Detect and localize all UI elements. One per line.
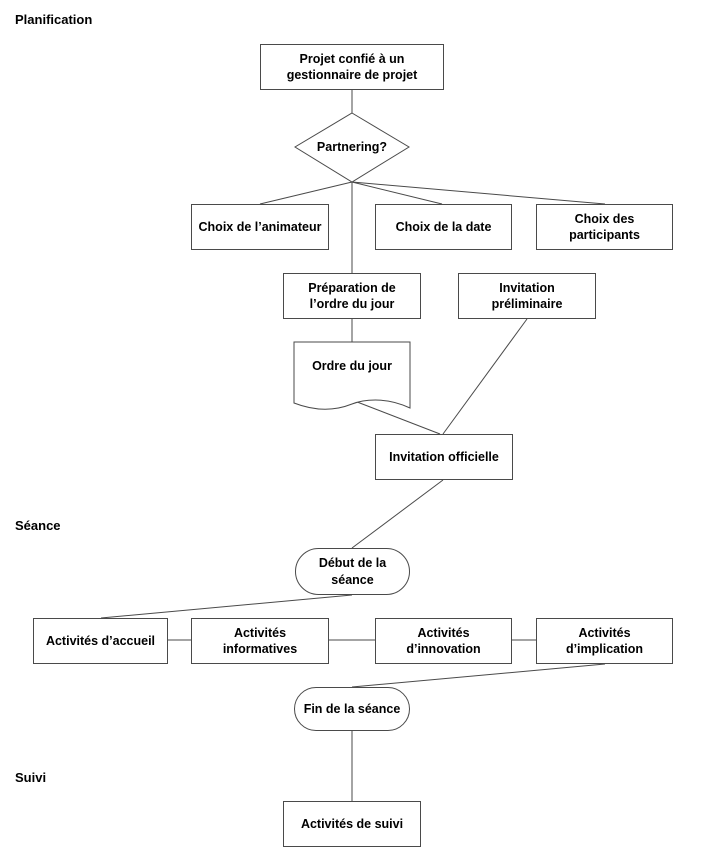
node-activites-implication-label: Activités d’implication (565, 625, 644, 656)
node-invitation-preliminaire[interactable]: Invitation préliminaire (458, 273, 596, 319)
node-choix-date[interactable]: Choix de la date (375, 204, 512, 250)
section-label-seance: Séance (15, 518, 61, 533)
connector-debut-accueil (100, 594, 353, 619)
node-ordre-du-jour-label[interactable]: Ordre du jour (312, 359, 392, 373)
node-activites-suivi-label: Activités de suivi (300, 816, 404, 831)
connector-partnering-animateur (259, 181, 353, 205)
node-activites-accueil-label: Activités d’accueil (45, 633, 156, 648)
connector-invitation-debut (351, 479, 444, 549)
node-choix-participants-label: Choix des participants (569, 211, 640, 242)
node-activites-implication[interactable]: Activités d’implication (536, 618, 673, 664)
section-label-planification: Planification (15, 12, 93, 27)
node-fin-seance[interactable]: Fin de la séance (294, 687, 410, 731)
node-debut-seance[interactable]: Début de la séance (295, 548, 410, 595)
node-activites-innovation-label: Activités d’innovation (406, 625, 481, 656)
node-preparation-ordre-label: Préparation de l’ordre du jour (308, 280, 396, 311)
node-preparation-ordre[interactable]: Préparation de l’ordre du jour (283, 273, 421, 319)
partnering-diamond (294, 112, 410, 183)
connector-preliminaire-invitation (442, 318, 528, 435)
node-activites-innovation[interactable]: Activités d’innovation (375, 618, 512, 664)
node-choix-animateur[interactable]: Choix de l’animateur (191, 204, 329, 250)
node-activites-informatives-label: Activités informatives (222, 625, 298, 656)
ordre-du-jour-document-shape (293, 341, 411, 410)
node-fin-seance-label: Fin de la séance (303, 701, 401, 716)
node-choix-animateur-label: Choix de l’animateur (198, 219, 322, 234)
node-debut-seance-label: Début de la séance (318, 556, 387, 587)
node-choix-participants[interactable]: Choix des participants (536, 204, 673, 250)
node-choix-date-label: Choix de la date (395, 219, 492, 234)
node-partnering[interactable]: Partnering? (302, 132, 402, 162)
connector-implication-fin (351, 663, 606, 688)
node-projet-confie[interactable]: Projet confié à un gestionnaire de proje… (260, 44, 444, 90)
connector-partnering-participants (351, 181, 606, 205)
connector-partnering-date (351, 181, 443, 205)
node-invitation-officielle-label: Invitation officielle (389, 449, 499, 464)
node-invitation-preliminaire-label: Invitation préliminaire (491, 280, 563, 311)
connector-ordre-invitation (351, 399, 441, 435)
node-activites-informatives[interactable]: Activités informatives (191, 618, 329, 664)
section-label-suivi: Suivi (15, 770, 47, 785)
node-projet-confie-label: Projet confié à un gestionnaire de proje… (286, 51, 418, 82)
node-activites-accueil[interactable]: Activités d’accueil (33, 618, 168, 664)
node-activites-suivi[interactable]: Activités de suivi (283, 801, 421, 847)
node-partnering-label: Partnering? (316, 139, 388, 154)
node-invitation-officielle[interactable]: Invitation officielle (375, 434, 513, 480)
